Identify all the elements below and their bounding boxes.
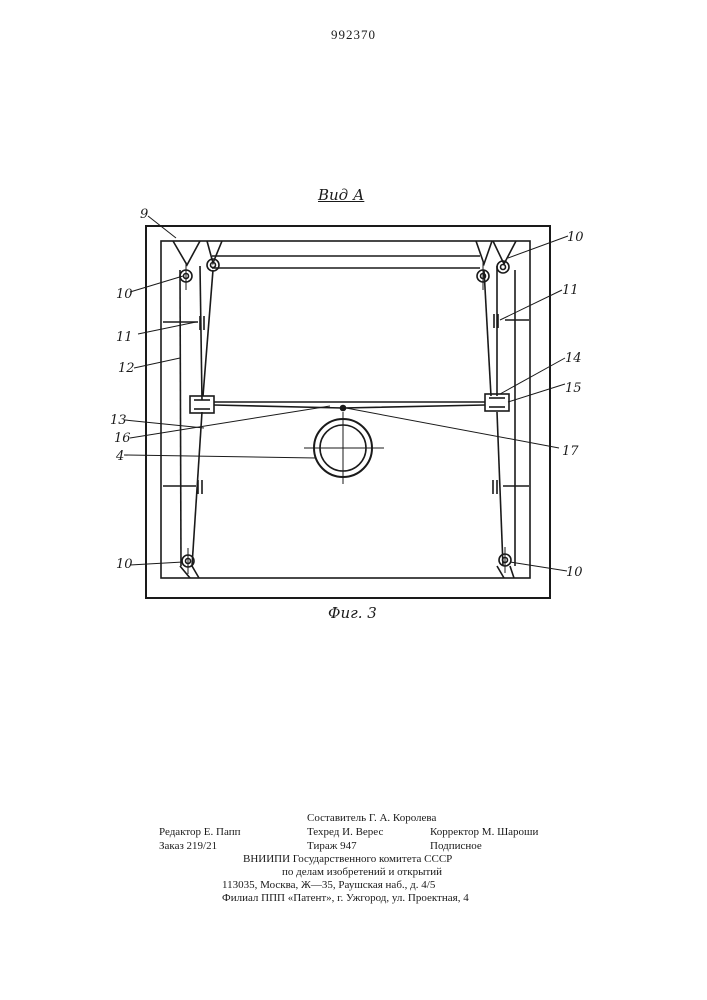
editor-line: Редактор Е. Папп [159,826,240,838]
left-chain-inner-bottom [192,412,202,566]
corrector-line: Корректор М. Шароши [430,826,538,838]
address-line: 113035, Москва, Ж—35, Раушская наб., д. … [222,879,435,891]
callout-10-bl: 10 [116,557,133,572]
right-chain-inner-2 [484,270,491,396]
institute-line-1: ВНИИПИ Государственного комитета СССР [243,853,452,865]
circulation-line: Тираж 947 [307,840,357,852]
callout-10-br: 10 [566,565,583,580]
stop-right-top [494,314,529,328]
right-chain-inner-bottom [497,412,503,566]
branch-line: Филиал ППП «Патент», г. Ужгород, ул. Про… [222,892,469,904]
callout-16: 16 [114,431,131,446]
cable-node [341,406,346,411]
compiler-line: Составитель Г. А. Королева [307,812,436,824]
cross-cable [214,405,485,408]
order-line: Заказ 219/21 [159,840,217,852]
callout-11-left: 11 [116,330,133,345]
left-chain-outer [180,270,181,566]
left-chain-inner-2 [203,270,213,396]
corner-bracket-tr2 [476,241,492,264]
subscription-line: Подписное [430,840,482,852]
callout-11-right: 11 [562,283,579,298]
callout-15: 15 [565,381,582,396]
roller-tr2 [477,262,489,290]
callout-13: 13 [110,413,127,428]
callout-14: 14 [565,351,582,366]
callout-12: 12 [118,361,135,376]
roller-br [499,547,511,573]
corner-bracket-tl [173,241,200,265]
callout-17: 17 [562,444,579,459]
figure-caption: Фиг. 3 [328,604,377,622]
callout-10-tl: 10 [116,287,133,302]
stop-right-bottom [493,480,529,494]
carriage-right [485,394,509,411]
outer-frame [146,226,550,598]
tech-editor-line: Техред И. Верес [307,826,383,838]
callout-4: 4 [115,449,124,464]
left-chain-inner-top [200,266,202,400]
callout-10-tr: 10 [567,230,584,245]
callout-9: 9 [140,207,148,222]
institute-line-2: по делам изобретений и открытий [282,866,442,878]
corner-bracket-bl [180,566,199,578]
